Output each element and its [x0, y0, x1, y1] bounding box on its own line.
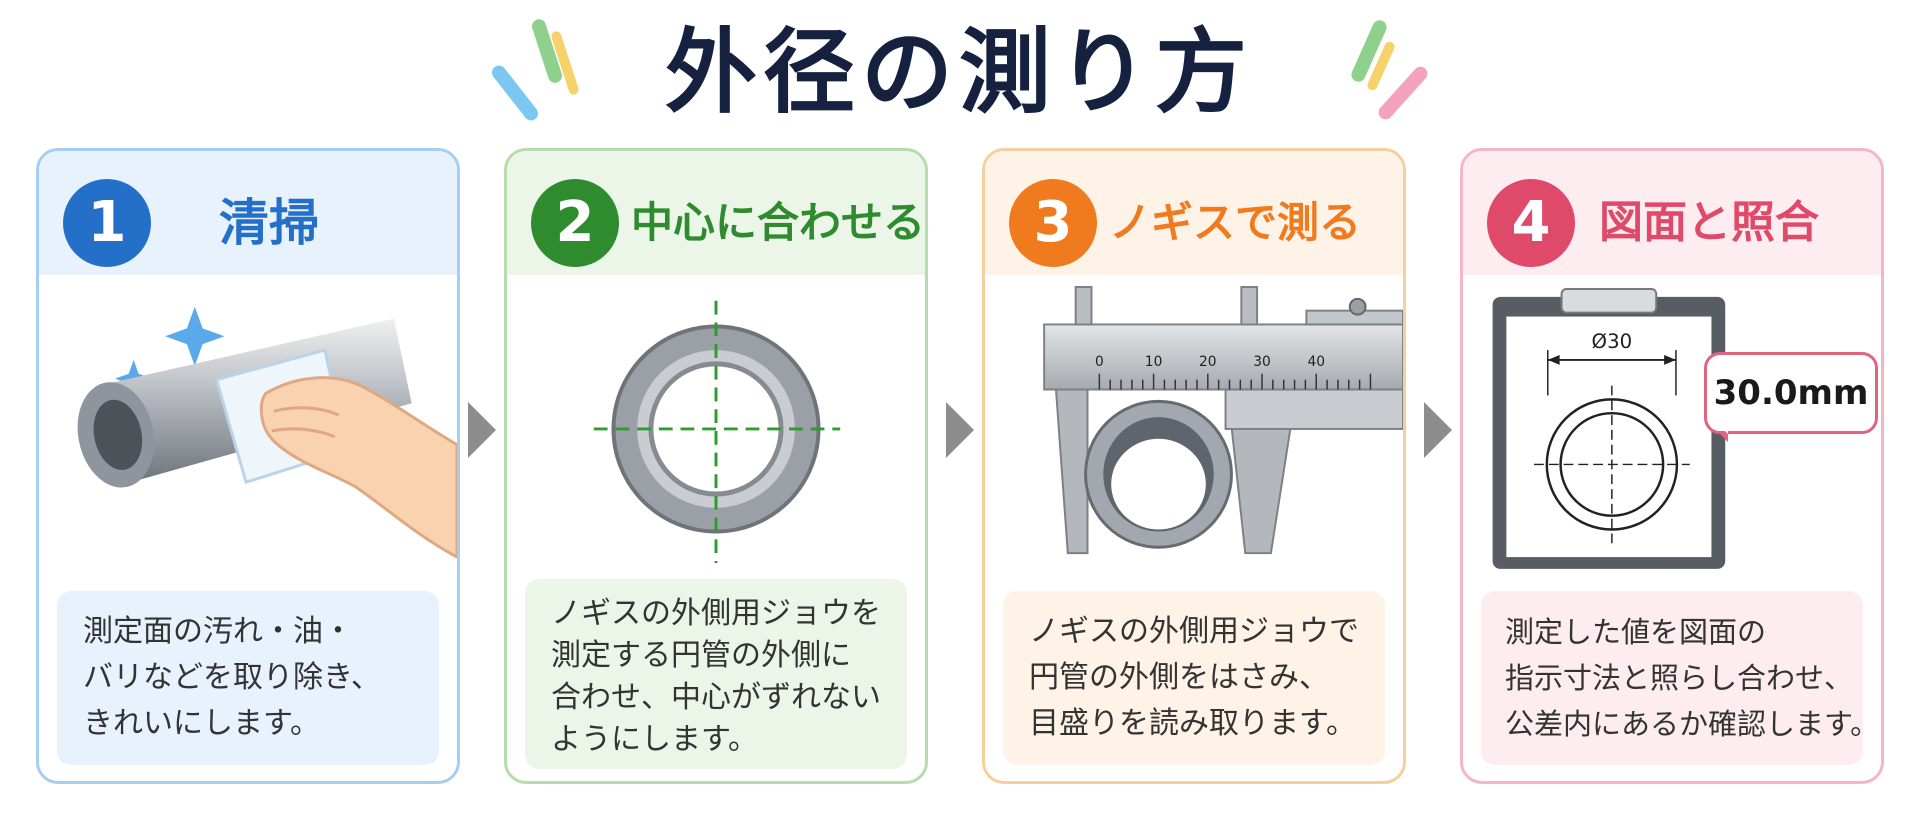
- page-title: 外径の測り方: [664, 19, 1253, 126]
- description-line: 指示寸法と照らし合わせ、: [1505, 661, 1854, 695]
- caliper-icon: 0 10 20 30 40: [1043, 285, 1403, 555]
- step-number-badge: 3: [1009, 179, 1097, 267]
- step-description: 測定した値を図面の 指示寸法と照らし合わせ、 公差内にあるか確認します。: [1481, 591, 1880, 765]
- hand-icon: [259, 376, 457, 559]
- arrow-right-icon: [468, 402, 496, 458]
- step-title: ノギスで測る: [1109, 198, 1362, 247]
- caliper-scale-label: 20: [1199, 354, 1217, 370]
- step-card-3: 3 ノギスで測る 0 10: [982, 148, 1406, 784]
- step-header: 1 清掃: [39, 151, 457, 275]
- cleaning-illustration: [77, 306, 457, 559]
- drawing-dimension-label: Ø30: [1592, 330, 1633, 353]
- step-card-4: 4 図面と照合 Ø30 測定した値を図面の 指示寸法と照らし合わせ、 公差内にあ…: [1460, 148, 1884, 784]
- arrow-right-icon: [1424, 402, 1452, 458]
- description-line: 測定した値を図面の: [1505, 615, 1767, 649]
- step-description: ノギスの外側用ジョウを 測定する円管の外側に 合わせ、中心がずれない ようにしま…: [525, 579, 907, 769]
- centering-illustration: [593, 300, 841, 564]
- description-line: ようにします。: [551, 722, 758, 757]
- measured-value-bubble: 30.0mm: [1704, 352, 1878, 434]
- description-line: 測定面の汚れ・油・: [83, 614, 353, 649]
- caliper-scale-label: 40: [1307, 354, 1325, 370]
- drawing-check-illustration: Ø30: [1492, 287, 1726, 569]
- crosshair-icon: [593, 300, 841, 564]
- step-header: 3 ノギスで測る: [985, 151, 1403, 275]
- description-line: ノギスの外側用ジョウを: [551, 596, 881, 631]
- step-title: 図面と照合: [1599, 197, 1819, 248]
- step-number-badge: 2: [531, 179, 619, 267]
- bubble-tail-inner: [1710, 416, 1728, 434]
- step-card-2: 2 中心に合わせる ノギスの外側用ジョウを 測定する円管の外側に 合わせ、中心が…: [504, 148, 928, 784]
- description-line: バリなどを取り除き、: [83, 660, 381, 695]
- step-header: 2 中心に合わせる: [507, 151, 925, 275]
- step-number-badge: 4: [1487, 179, 1575, 267]
- description-line: きれいにします。: [83, 706, 320, 741]
- description-line: 公差内にあるか確認します。: [1505, 707, 1880, 741]
- step-card-1: 1 清掃 測定面の汚れ・油・ バリなどを取り除き、 きれいにします。: [36, 148, 460, 784]
- pipe-icon: [1084, 399, 1233, 549]
- description-line: 円管の外側をはさみ、: [1029, 660, 1329, 695]
- caliper-scale-label: 0: [1095, 354, 1104, 370]
- step-title: 中心に合わせる: [631, 198, 926, 247]
- step-number-badge: 1: [63, 179, 151, 267]
- description-line: 目盛りを読み取ります。: [1029, 706, 1356, 741]
- step-description: 測定面の汚れ・油・ バリなどを取り除き、 きれいにします。: [57, 591, 439, 765]
- description-line: ノギスの外側用ジョウで: [1029, 614, 1359, 649]
- caliper-scale-label: 30: [1253, 354, 1271, 370]
- description-line: 測定する円管の外側に: [551, 638, 851, 673]
- arrow-right-icon: [946, 402, 974, 458]
- description-line: 合わせ、中心がずれない: [551, 680, 881, 715]
- step-title: 清掃: [219, 194, 319, 252]
- caliper-scale-label: 10: [1145, 354, 1163, 370]
- step-header: 4 図面と照合: [1463, 151, 1881, 275]
- step-description: ノギスの外側用ジョウで 円管の外側をはさみ、 目盛りを読み取ります。: [1003, 591, 1385, 765]
- caliper-illustration: 0 10 20 30 40: [1043, 285, 1403, 555]
- clipboard-icon: Ø30: [1492, 287, 1726, 569]
